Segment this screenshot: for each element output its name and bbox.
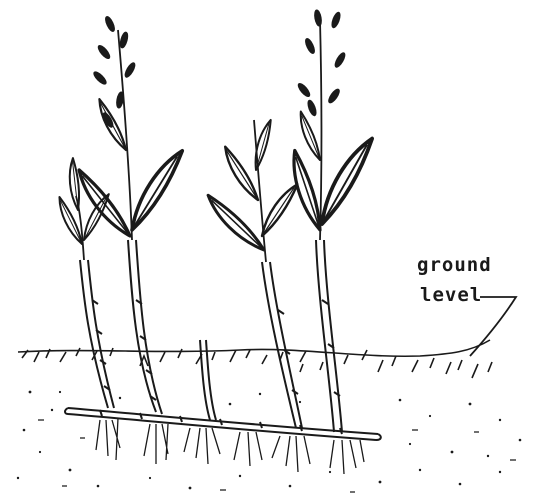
stems	[80, 240, 342, 432]
soil-speckles	[17, 391, 522, 492]
ground-level-label-line2: level	[420, 284, 482, 306]
ground-level-label-line1: ground	[417, 254, 492, 276]
roots	[96, 418, 364, 474]
ground-surface	[18, 340, 492, 378]
leaves	[53, 98, 374, 254]
seed-heads	[92, 10, 346, 129]
